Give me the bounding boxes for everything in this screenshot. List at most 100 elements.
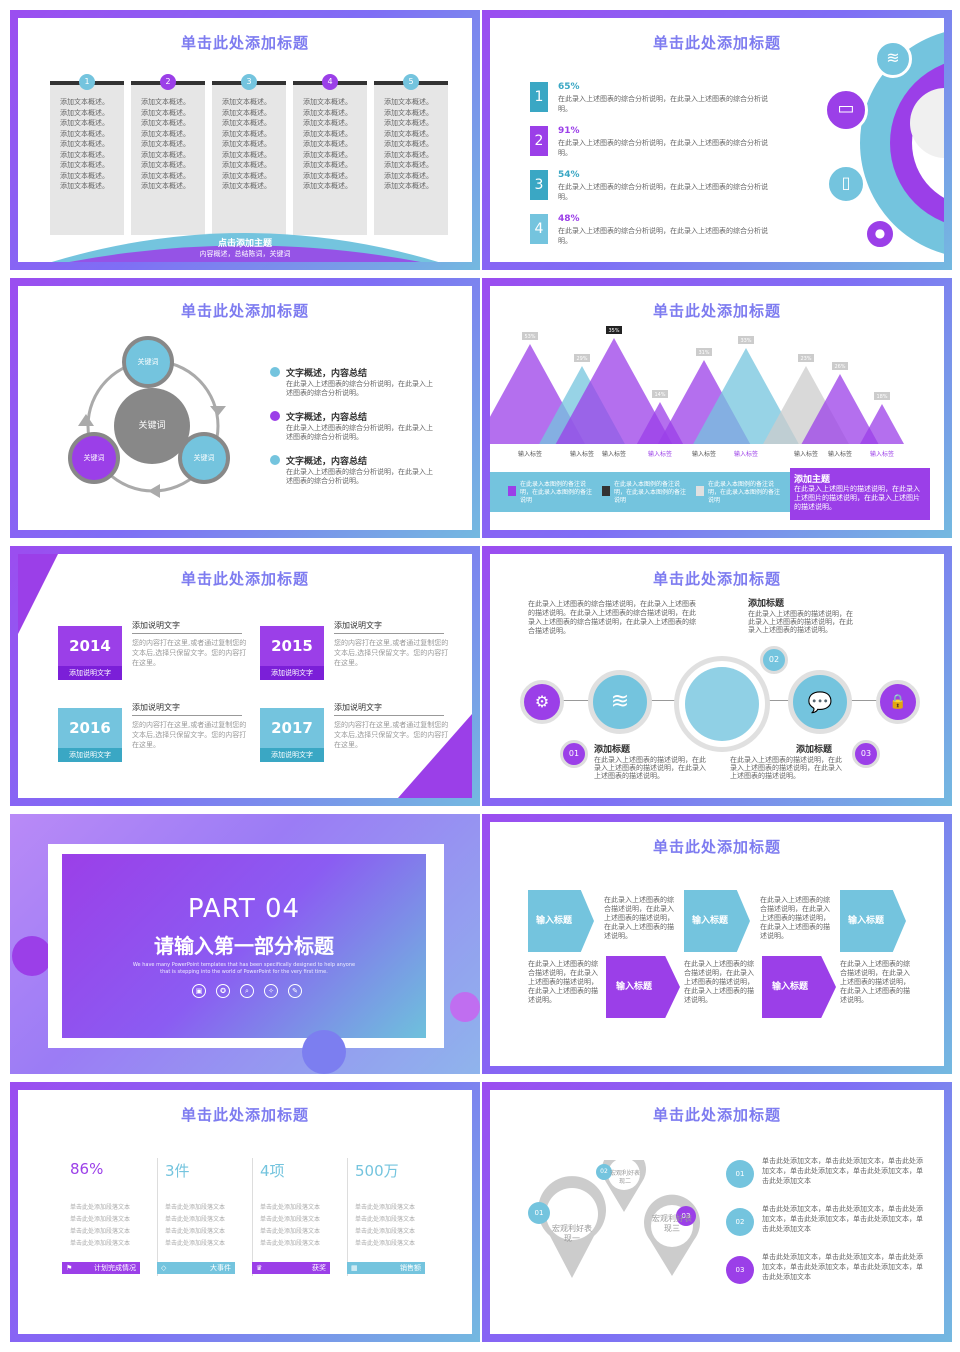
column-line: 添加文本概述。	[303, 108, 352, 117]
column-card: 添加文本概述。添加文本概述。添加文本概述。添加文本概述。添加文本概述。添加文本概…	[131, 85, 205, 235]
slide-8-content: 单击此处添加标题 输入标题在此录入上述图表的综合描述说明，在此录入上述图表的描述…	[490, 822, 944, 1066]
column-line: 添加文本概述。	[222, 108, 271, 117]
stat-button[interactable]: ▦销售额	[347, 1262, 425, 1274]
stat-line: 单击此处添加段落文本	[165, 1204, 226, 1211]
stat-line: 单击此处添加段落文本	[70, 1228, 131, 1235]
column-line: 添加文本概述。	[141, 129, 190, 138]
stat-value: 86%	[70, 1160, 104, 1178]
item-text: 在此录入上述图表的综合分析说明，在此录入上述图表的综合分析说明。	[558, 227, 768, 245]
phone-icon: ▯	[826, 164, 866, 204]
search-icon: ⌕	[240, 984, 254, 998]
slide-title: 单击此处添加标题	[180, 34, 309, 52]
stat-button[interactable]: ♛获奖	[252, 1262, 330, 1274]
slide-3[interactable]: 单击此处添加标题 关键词 关键词 关键词 关键词 文字概述，内容总结在此录入上述…	[10, 278, 480, 538]
value-tag: 53%	[524, 334, 535, 340]
step-02: 02	[760, 646, 788, 674]
deco-circle-right	[450, 992, 480, 1022]
column-line: 添加文本概述。	[303, 171, 352, 180]
arrow-block-bottom: 输入标题	[606, 956, 680, 1018]
column-line: 添加文本概述。	[303, 150, 352, 159]
triangle-mark	[860, 404, 904, 444]
value-tag: 29%	[576, 356, 587, 362]
axis-label: 输入标签	[692, 450, 716, 458]
column-line: 添加文本概述。	[141, 150, 190, 159]
column-card: 添加文本概述。添加文本概述。添加文本概述。添加文本概述。添加文本概述。添加文本概…	[374, 85, 448, 235]
slide-title: 单击此处添加标题	[180, 1106, 309, 1124]
item-heading: 添加说明文字	[334, 620, 444, 634]
bullet-dot	[270, 411, 280, 421]
stat-value: 3件	[165, 1162, 190, 1180]
arrow-text-bottom: 在此录入上述图表的综合描述说明，在此录入上述图表的描述说明，在此录入上述图表的描…	[840, 960, 910, 1004]
legend-text: 在此录入本图例的备注说明，在此录入本图例的备注说明	[708, 481, 781, 504]
column-line: 添加文本概述。	[222, 119, 271, 127]
heading-left: 添加标题	[594, 745, 631, 755]
column-line: 添加文本概述。	[60, 150, 109, 159]
column-line: 添加文本概述。	[384, 119, 433, 127]
stat-line: 单击此处添加段落文本	[260, 1240, 321, 1247]
slide-8[interactable]: 单击此处添加标题 输入标题在此录入上述图表的综合描述说明，在此录入上述图表的描述…	[482, 814, 952, 1074]
top-left-text: 在此录入上述图表的综合描述说明，在此录入上述图表的描述说明。在此录入上述图表的综…	[528, 600, 696, 635]
slide-7[interactable]: PART 04 请输入第一部分标题 We have many PowerPoin…	[10, 814, 480, 1074]
item-text: 在此录入上述图表的综合分析说明，在此录入上述图表的综合分析说明。	[286, 424, 433, 441]
heading-top: 添加标题	[748, 599, 785, 609]
axis-label: 输入标签	[870, 450, 894, 458]
desc-line2: that is stepping into the world of Power…	[160, 969, 328, 975]
trophy-icon: ♛	[256, 1264, 263, 1272]
arc-decoration	[51, 233, 439, 262]
stat-button[interactable]: ◇大事件	[157, 1262, 235, 1274]
microphone-icon: ●	[864, 218, 896, 250]
icon-row: ▣ ✪ ⌕ ✧ ✎	[192, 984, 302, 1000]
legend-swatch	[602, 486, 610, 496]
slide-3-content: 单击此处添加标题 关键词 关键词 关键词 关键词 文字概述，内容总结在此录入上述…	[18, 286, 472, 530]
column-line: 添加文本概述。	[141, 98, 190, 106]
column-line: 添加文本概述。	[384, 171, 433, 180]
column-line: 添加文本概述。	[60, 129, 109, 138]
slide-title: 单击此处添加标题	[652, 1106, 781, 1124]
slide-10[interactable]: 单击此处添加标题 01 宏观利好表现一 02 宏观利好表现二 03 宏观利好表现…	[482, 1082, 952, 1342]
pin-label-01: 宏观利好表现一	[552, 1224, 592, 1243]
stat-line: 单击此处添加段落文本	[260, 1204, 321, 1211]
arrow-block-top: 输入标题	[528, 890, 594, 952]
triangle-mark	[693, 348, 799, 444]
column-card: 添加文本概述。添加文本概述。添加文本概述。添加文本概述。添加文本概述。添加文本概…	[293, 85, 367, 235]
globe-icon	[674, 656, 770, 752]
section-title: 请输入第一部分标题	[154, 934, 334, 958]
slide-1[interactable]: 单击此处添加标题 添加文本概述。添加文本概述。添加文本概述。添加文本概述。添加文…	[10, 10, 480, 270]
stat-line: 单击此处添加段落文本	[165, 1240, 226, 1247]
value-tag-box	[874, 392, 890, 400]
arrow-text-bottom: 在此录入上述图表的综合描述说明，在此录入上述图表的描述说明，在此录入上述图表的描…	[684, 960, 754, 1004]
desc-line1: We have many PowerPoint templates that h…	[132, 962, 356, 968]
column-number: 4	[322, 74, 338, 90]
column-line: 添加文本概述。	[384, 108, 433, 117]
flag-icon: ⚑	[66, 1264, 73, 1272]
slide-9[interactable]: 单击此处添加标题 86%单击此处添加段落文本单击此处添加段落文本单击此处添加段落…	[10, 1082, 480, 1342]
slide-title: 单击此处添加标题	[652, 570, 781, 588]
arrow-text-top: 在此录入上述图表的综合描述说明，在此录入上述图表的描述说明，在此录入上述图表的描…	[760, 896, 830, 940]
stat-button[interactable]: ⚑计划完成情况	[62, 1262, 140, 1274]
column-line: 添加文本概述。	[141, 182, 190, 190]
year-tag: 添加说明文字	[260, 748, 324, 762]
legend-text: 在此录入本图例的备注说明，在此录入本图例的备注说明	[520, 481, 593, 504]
column-line: 添加文本概述。	[222, 98, 271, 106]
corner-decoration	[18, 554, 472, 798]
item-text: 在此录入上述图表的综合分析说明，在此录入上述图表的综合分析说明。	[286, 468, 433, 485]
triangle-mark	[555, 338, 673, 444]
text-left: 在此录入上述图表的描述说明，在此录入上述图表的描述说明，在此录入上述图表的描述说…	[594, 756, 706, 780]
item-text: 在此录入上述图表的综合分析说明，在此录入上述图表的综合分析说明。	[558, 95, 768, 113]
column-line: 添加文本概述。	[303, 119, 352, 127]
item-heading: 添加说明文字	[334, 702, 444, 716]
arrow-text-top: 在此录入上述图表的综合描述说明，在此录入上述图表的描述说明，在此录入上述图表的描…	[604, 896, 674, 940]
stat-line: 单击此处添加段落文本	[355, 1216, 416, 1223]
item-number: 4	[530, 214, 548, 244]
value-tag: 31%	[698, 350, 709, 356]
slide-6[interactable]: 单击此处添加标题 在此录入上述图表的综合描述说明，在此录入上述图表的描述说明。在…	[482, 546, 952, 806]
stat-value: 4项	[260, 1162, 285, 1180]
item-number: 1	[530, 82, 548, 112]
column-line: 添加文本概述。	[60, 171, 109, 180]
value-tag: 14%	[654, 392, 665, 398]
value-tag: 35%	[608, 328, 619, 334]
item-badge: 02	[726, 1208, 754, 1236]
